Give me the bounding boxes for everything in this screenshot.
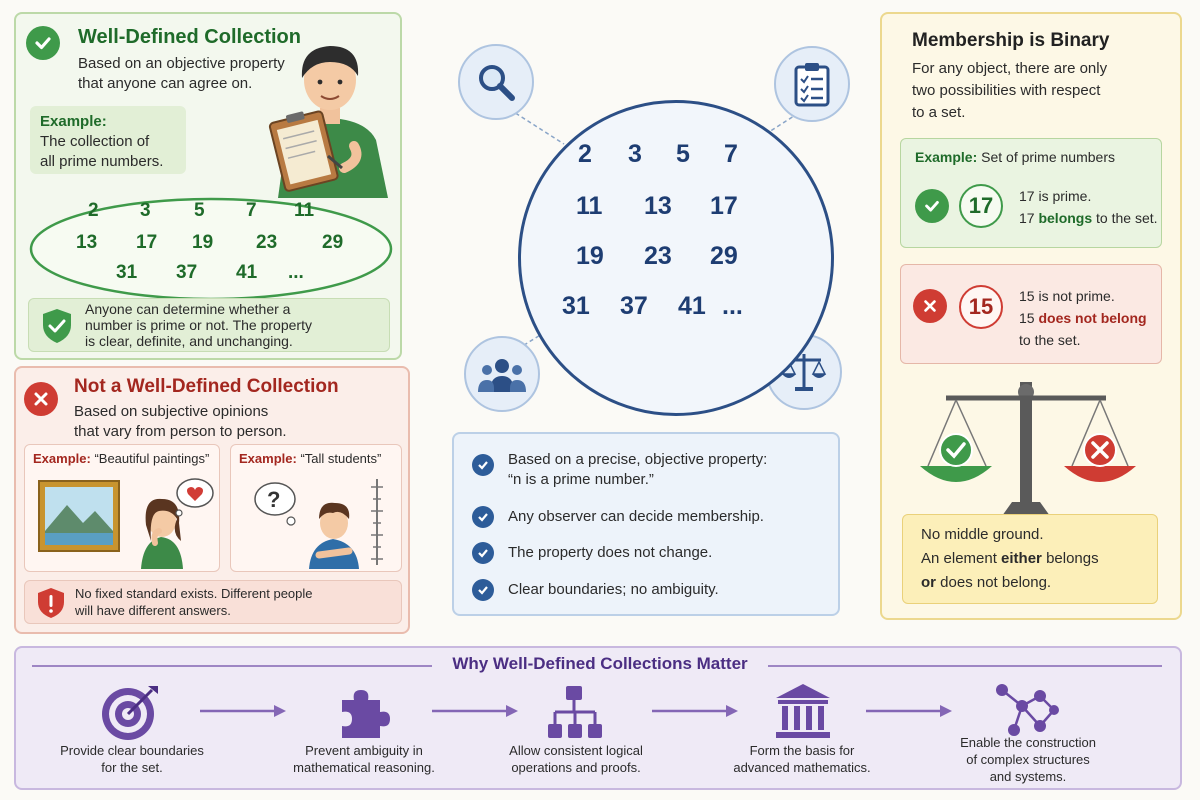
balance-scale-illustration [920,382,1136,516]
arrow-right-icon [432,705,518,717]
number-item: 11 [294,200,315,221]
set-element: 37 [620,292,648,320]
set-element: 3 [628,140,642,168]
number-item: 3 [140,200,151,221]
number-item: 7 [246,200,257,221]
set-element: 11 [576,192,603,220]
shield-alert-icon [38,588,64,618]
x-icon [913,289,947,323]
set-element: 19 [576,242,604,270]
set-element: 31 [562,292,590,320]
target-icon [102,686,158,740]
check-circle-icon [472,542,494,564]
number-item: 13 [76,232,98,253]
properties-box: Based on a precise, objective property: … [452,432,840,616]
set-element: 2 [578,140,592,168]
belongs-text: 17 is prime. 17 belongs to the set. [1019,188,1158,226]
set-element: 17 [710,192,738,220]
property-text: Based on a precise, objective property: … [508,451,768,488]
people-icon [464,336,540,412]
arrow-right-icon [652,705,738,717]
number-item: 29 [322,232,344,253]
beautiful-paintings-example: Example: “Beautiful paintings” [24,444,220,572]
svg-text:?: ? [267,487,280,512]
number-item: 23 [256,232,278,253]
confused-student-illustration: ? [254,479,383,569]
painting-and-thinking-person-illustration [38,478,214,569]
check-circle-icon [472,454,494,476]
belongs-example: Example: Set of prime numbers 17 17 is p… [900,138,1162,248]
not-well-defined-title: Not a Well-Defined Collection [74,376,339,397]
set-element: ... [722,292,743,320]
why-it-matters-title: Why Well-Defined Collections Matter [452,654,748,673]
number-item: 5 [194,200,205,221]
not-well-defined-note: No fixed standard exists. Different peop… [24,580,402,624]
magnifier-icon [458,44,534,120]
not-well-defined-description: Based on subjective opinions that vary f… [74,403,287,440]
why-it-matters-panel: Why Well-Defined Collections Matter [14,646,1182,790]
number-item: 19 [192,232,214,253]
set-element: 23 [644,242,672,270]
number-15-badge: 15 [959,285,1003,329]
prime-set-circle [518,100,834,416]
set-element: 13 [644,192,672,220]
x-icon [24,382,58,416]
not-well-defined-panel: Not a Well-Defined Collection Based on s… [14,366,410,634]
property-text: The property does not change. [508,544,713,561]
well-defined-title: Well-Defined Collection [78,26,301,48]
not-belongs-text: 15 is not prime. 15 does not belong to t… [1019,288,1147,348]
hierarchy-icon [548,686,602,738]
set-element: 5 [676,140,690,168]
well-defined-panel: Well-Defined Collection Based on an obje… [14,12,402,360]
well-defined-note: Anyone can determine whether a number is… [28,298,390,352]
set-element: 41 [678,292,706,320]
arrow-right-icon [866,705,952,717]
set-element: 7 [724,140,738,168]
tall-students-example: Example: “Tall students” ? [230,444,402,572]
arrow-right-icon [200,705,286,717]
well-defined-example-box: Example: The collection of all prime num… [30,106,186,174]
network-icon [996,684,1059,736]
checklist-icon [774,46,850,122]
check-circle-icon [472,579,494,601]
membership-panel: Membership is Binary For any object, the… [880,12,1182,620]
divider [768,665,1162,667]
well-defined-description: Based on an objective property that anyo… [78,55,285,92]
membership-description: For any object, there are only two possi… [912,60,1108,121]
number-item: 37 [176,262,198,283]
number-item: 2 [88,200,99,221]
set-element: 29 [710,242,738,270]
property-text: Any observer can decide membership. [508,508,764,525]
number-item: ... [288,262,304,283]
person-with-clipboard-illustration [268,46,388,198]
number-17-badge: 17 [959,184,1003,228]
divider [32,665,432,667]
puzzle-icon [342,690,390,738]
number-item: 17 [136,232,158,253]
check-icon [915,189,949,223]
shield-check-icon [43,309,71,343]
pillar-building-icon [776,684,830,738]
number-item: 41 [236,262,258,283]
no-middle-ground-box: No middle ground. An element either belo… [902,514,1158,604]
number-item: 31 [116,262,138,283]
not-belongs-example: 15 15 is not prime. 15 does not belong t… [900,264,1162,364]
check-icon [26,26,60,60]
property-text: Clear boundaries; no ambiguity. [508,581,719,598]
membership-title: Membership is Binary [912,30,1110,51]
check-circle-icon [472,506,494,528]
